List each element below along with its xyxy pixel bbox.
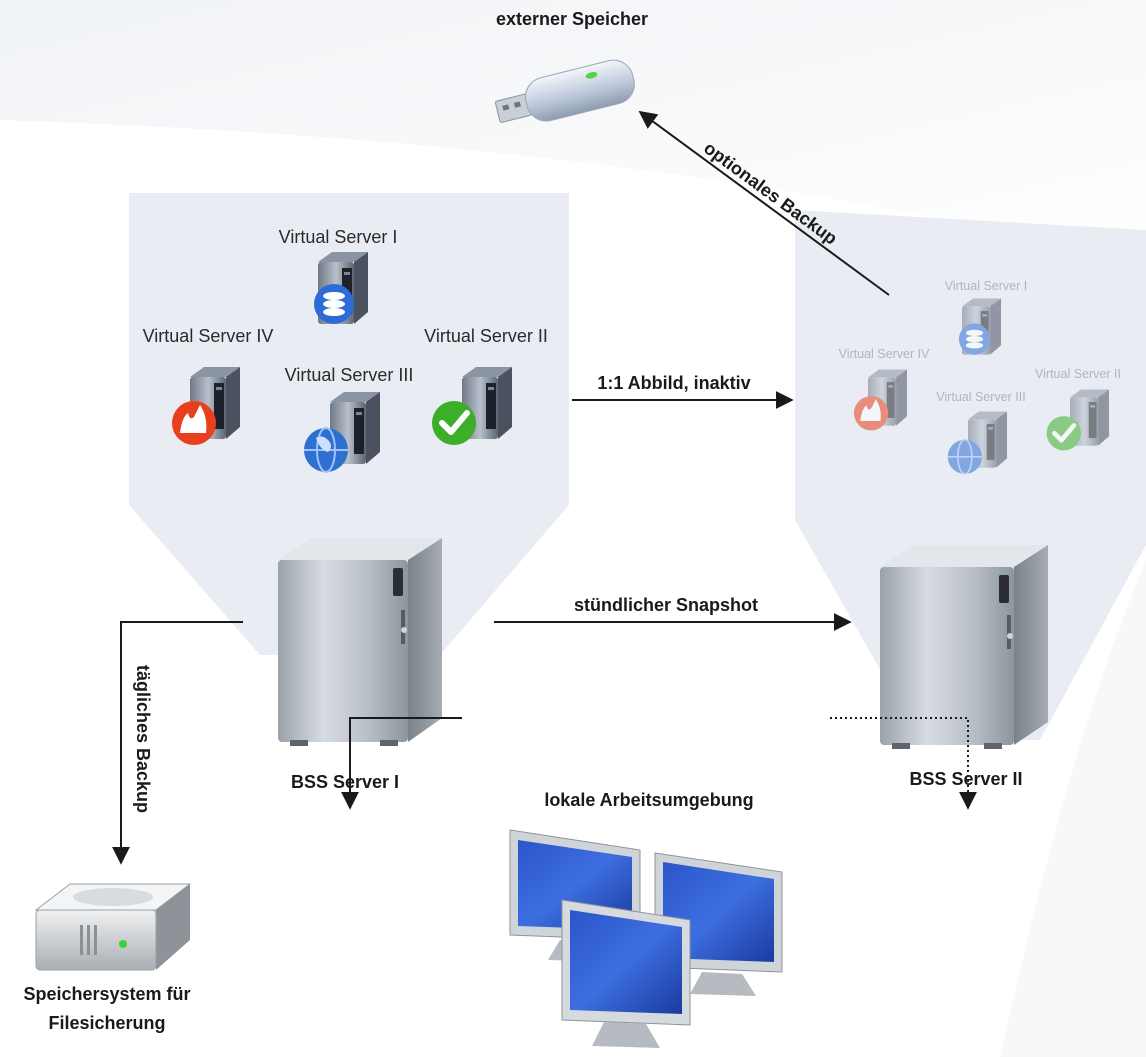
bss-server-2-label: BSS Server II: [909, 769, 1022, 789]
virtual-server-3: [304, 392, 380, 473]
file-storage-label-line2: Filesicherung: [48, 1013, 165, 1033]
hourly-snapshot-label: stündlicher Snapshot: [574, 595, 758, 615]
database-icon: [958, 323, 991, 355]
vs3-faded-label: Virtual Server III: [936, 390, 1025, 404]
globe-icon: [947, 438, 983, 475]
usb-stick-icon: [494, 59, 635, 123]
hard-disk-icon: [34, 883, 192, 971]
workstations-icon: [509, 829, 783, 1048]
virtual-server-4-replica: [853, 369, 907, 431]
vs1-faded-label: Virtual Server I: [945, 279, 1027, 293]
file-storage-label-line1: Speichersystem für: [23, 984, 190, 1004]
virtual-server-2-replica: [1046, 389, 1109, 451]
checkmark-icon: [1046, 416, 1081, 451]
fire-icon: [172, 401, 216, 445]
external-storage-label: externer Speicher: [496, 9, 648, 29]
mirror-label: 1:1 Abbild, inaktiv: [597, 373, 750, 393]
monitor-icon: [561, 899, 691, 1048]
virtual-server-1-replica: [958, 298, 1001, 355]
globe-icon: [304, 427, 348, 473]
vs2-faded-label: Virtual Server II: [1035, 367, 1121, 381]
workspace-label: lokale Arbeitsumgebung: [544, 790, 753, 810]
vs2-label: Virtual Server II: [424, 326, 548, 346]
virtual-server-4: [172, 367, 240, 445]
virtual-server-2: [432, 367, 512, 445]
fire-icon: [853, 396, 889, 431]
background-sweep: [0, 0, 1146, 260]
bss-server-1-tower-icon: [278, 538, 442, 746]
daily-backup-label: tägliches Backup: [133, 665, 153, 813]
optional-backup-arrow: [638, 110, 890, 296]
vs4-label: Virtual Server IV: [143, 326, 274, 346]
vs3-label: Virtual Server III: [285, 365, 414, 385]
workspace-to-server-2-dotted-arrow: [830, 717, 977, 810]
workspace-to-server-1-arrow: [341, 717, 462, 810]
database-icon: [314, 284, 354, 324]
virtual-server-3-replica: [947, 411, 1007, 475]
vs1-label: Virtual Server I: [279, 227, 398, 247]
vs4-faded-label: Virtual Server IV: [839, 347, 930, 361]
bss-server-1-label: BSS Server I: [291, 772, 399, 792]
virtual-server-1: [314, 252, 368, 324]
daily-backup-arrow: [112, 621, 243, 865]
checkmark-icon: [432, 401, 476, 445]
bss-server-2-tower-icon: [880, 545, 1048, 749]
